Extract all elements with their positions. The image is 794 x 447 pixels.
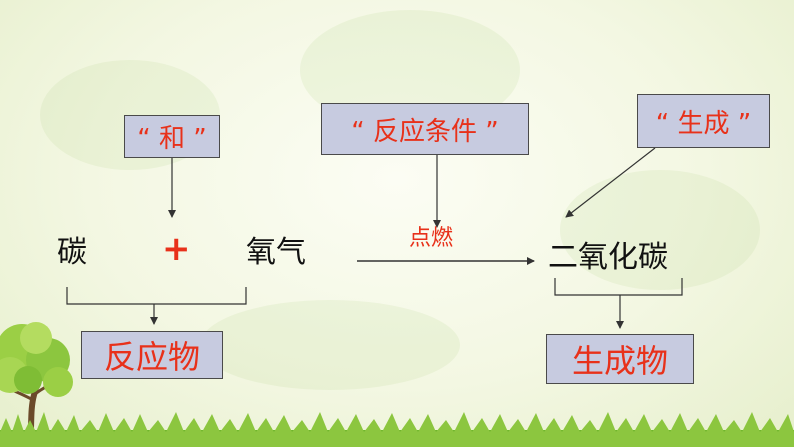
reactant-oxygen: 氧气	[246, 235, 306, 270]
products-box: 生成物	[546, 334, 694, 384]
reactants-label: 反应物	[103, 338, 200, 376]
produce-label: “ 生成 ”	[655, 108, 752, 139]
reactants-box: 反应物	[81, 331, 223, 379]
produce-arrow	[565, 147, 656, 218]
condition-ignite: 点燃	[409, 226, 454, 251]
reactant-carbon: 碳	[57, 235, 87, 270]
condition-label-box: “ 反应条件 ”	[321, 103, 529, 155]
condition-label: “ 反应条件 ”	[351, 116, 499, 147]
bg-blob	[200, 300, 460, 390]
products-bracket	[554, 278, 683, 296]
grass-strip	[0, 412, 794, 447]
and-label: “ 和 ”	[137, 124, 207, 154]
bg-blob	[560, 170, 760, 290]
produce-label-box: “ 生成 ”	[637, 94, 770, 148]
tree-icon	[0, 322, 73, 447]
product-co2: 二氧化碳	[548, 240, 668, 275]
and-label-box: “ 和 ”	[124, 115, 220, 158]
products-label: 生成物	[571, 342, 668, 380]
plus-sign: +	[162, 229, 191, 269]
reactants-bracket	[66, 287, 247, 305]
